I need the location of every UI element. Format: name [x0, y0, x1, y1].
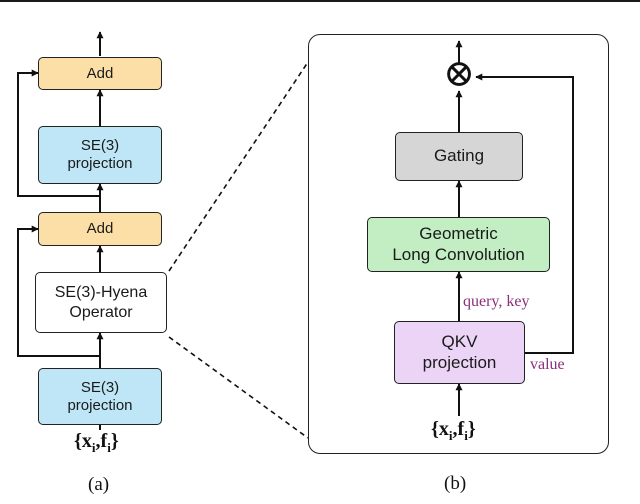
value-path [475, 73, 574, 354]
zoom-line-bottom [168, 336, 309, 439]
se3-projection-block-bottom: SE(3) projection [38, 368, 162, 425]
value-label: value [530, 356, 565, 373]
residual-skip-upper [17, 69, 100, 197]
geometric-long-convolution-block: Geometric Long Convolution [367, 217, 550, 272]
input-set-b: {xi,fi} [431, 418, 476, 443]
qkv-projection-block: QKV projection [394, 321, 525, 384]
zoomed-operator-panel [308, 34, 609, 454]
se3-hyena-operator-block: SE(3)-Hyena Operator [35, 272, 167, 333]
caption-a: (a) [88, 474, 110, 495]
input-set-a: {xi,fi} [74, 430, 119, 455]
add-block-middle: Add [38, 212, 162, 246]
zoom-line-top [168, 61, 309, 272]
caption-b: (b) [444, 473, 467, 494]
gating-block: Gating [395, 132, 523, 181]
add-block-top: Add [38, 57, 162, 90]
query-key-label: query, key [463, 293, 530, 310]
se3-projection-block-top: SE(3) projection [38, 126, 162, 184]
header-rule [0, 0, 640, 2]
elementwise-product-icon: ⊗ [443, 53, 475, 95]
residual-skip-lower [17, 225, 100, 357]
